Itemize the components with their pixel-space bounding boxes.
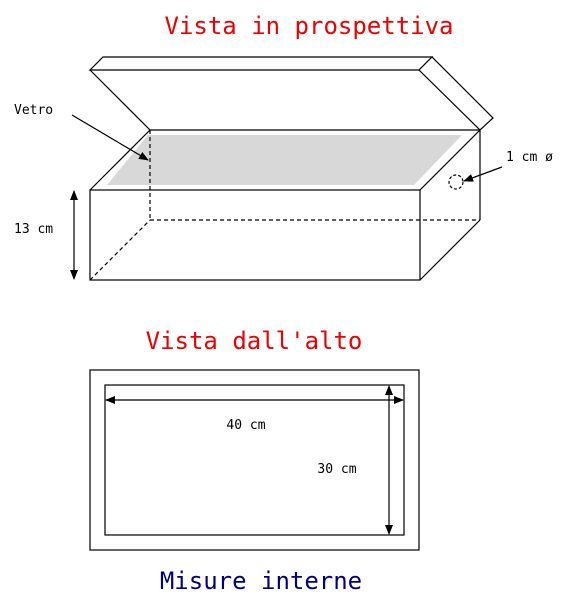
top-view-title: Vista dall'alto xyxy=(146,327,363,355)
box-front-face xyxy=(89,189,421,281)
top-view-inner-wall xyxy=(104,384,405,536)
box-perspective xyxy=(88,56,494,281)
lid-edge-left xyxy=(89,69,151,131)
hole-diameter-label: 1 cm ø xyxy=(506,150,553,165)
length-label: 40 cm xyxy=(226,418,265,433)
box-top-right-edge xyxy=(419,129,481,191)
glass-panel xyxy=(107,135,462,185)
hidden-edges xyxy=(89,130,480,281)
height-label: 13 cm xyxy=(14,222,53,237)
perspective-view-title: Vista in prospettiva xyxy=(165,12,454,40)
glass-pointer-arrow xyxy=(71,114,149,161)
top-view-box xyxy=(89,369,420,551)
glass-label: Vetro xyxy=(14,103,53,118)
width-label: 30 cm xyxy=(317,462,356,477)
box-lid xyxy=(88,56,434,71)
box-right-bottom-edge xyxy=(419,219,481,281)
top-view-outer-wall xyxy=(89,369,420,551)
vent-hole-icon xyxy=(448,174,464,190)
box-lid-side xyxy=(418,56,494,131)
box-top-left-edge xyxy=(89,129,151,191)
hole-pointer-arrow xyxy=(463,166,503,182)
internal-measures-caption: Misure interne xyxy=(160,567,362,595)
